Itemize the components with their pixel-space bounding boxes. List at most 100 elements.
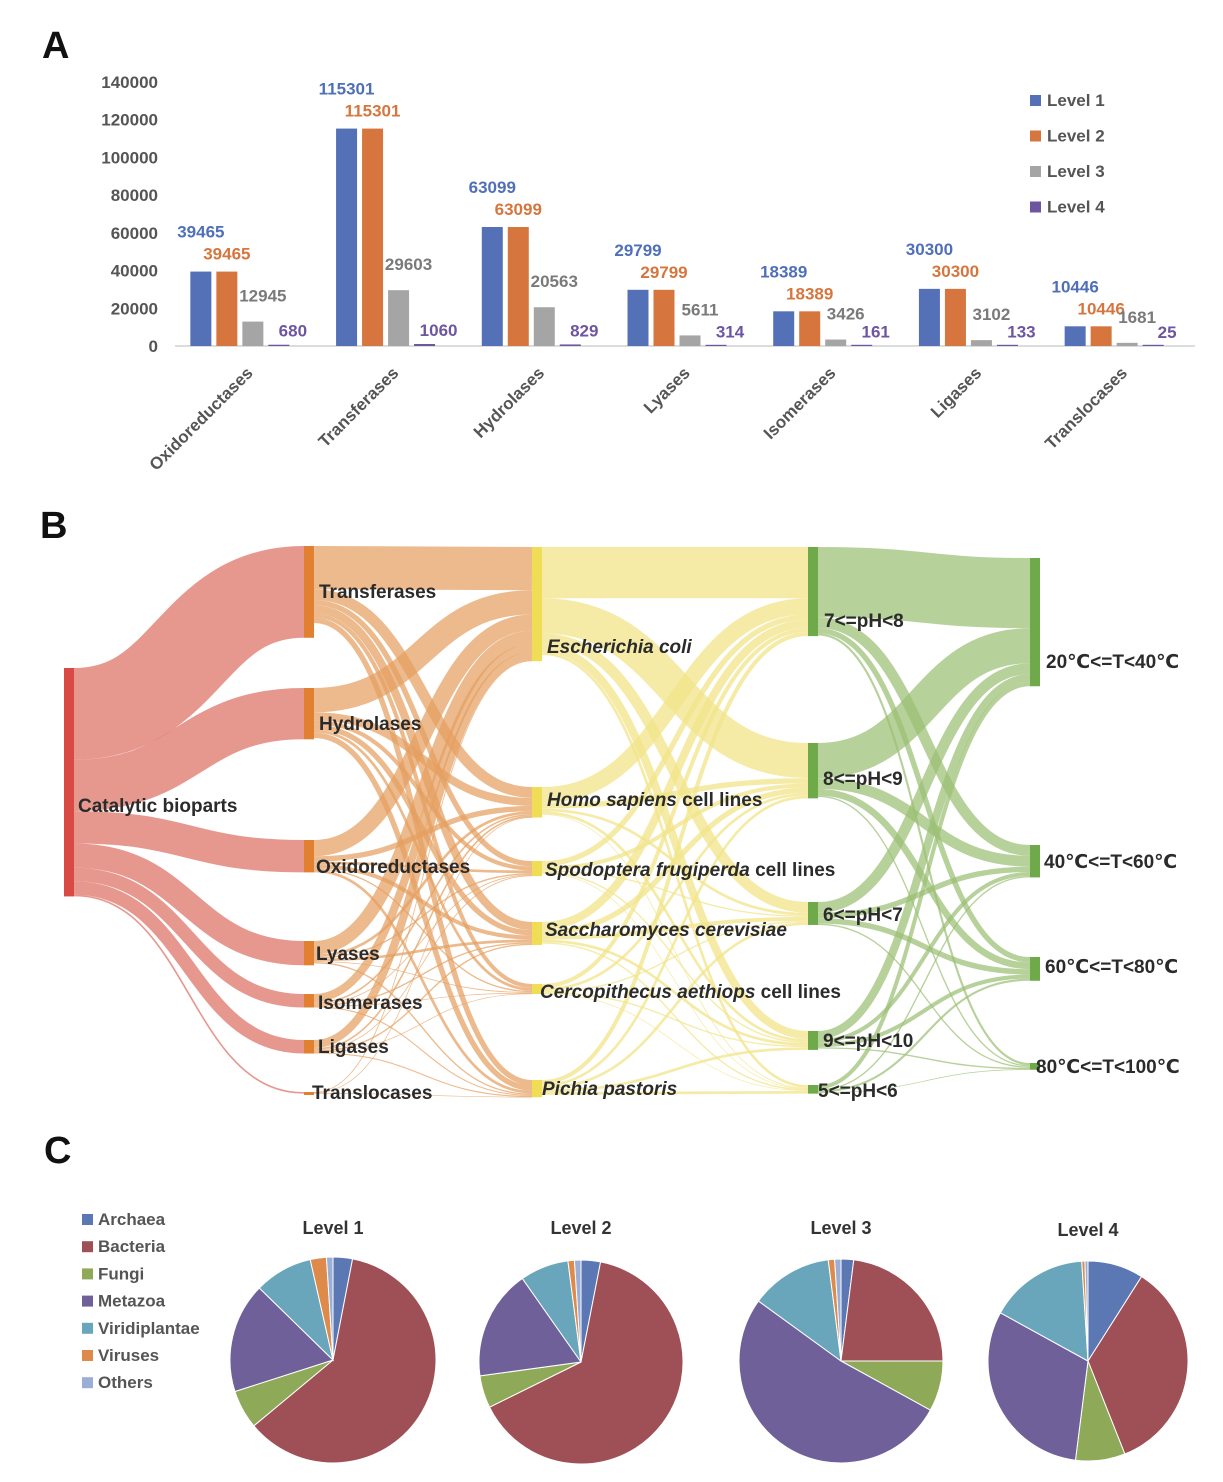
- sankey-link-root-to-c_oxi: [73, 811, 305, 873]
- sankey-link-c_oxi-to-h_eco: [313, 614, 533, 857]
- sankey-label-t_4060: 40℃<=T<60℃: [1044, 852, 1177, 873]
- bar-ligases-level-3: [970, 340, 992, 346]
- pie-slice-level-2-metazoa: [478, 1277, 582, 1377]
- data-label-hydrolases-level-1: 63099: [469, 178, 516, 197]
- sankey-node-p_89: [808, 743, 818, 799]
- sankey-label-t_80100: 80℃<=T<100℃: [1036, 1057, 1180, 1078]
- sankey-link-c_lig-to-h_spo: [313, 875, 533, 1051]
- sankey-link-p_78-to-t_2040: [817, 547, 1031, 629]
- y-tick-label-4: 80000: [111, 186, 158, 205]
- bar-oxidoreductases-level-3: [242, 321, 264, 346]
- sankey-label-h_hom: Homo sapiens cell lines: [547, 790, 762, 811]
- category-label-transferases: Transferases: [315, 363, 403, 451]
- sankey-link-c_lya-to-h_spo: [313, 873, 533, 959]
- sankey-node-p_56: [808, 1085, 818, 1094]
- sankey-label-h_spo: Spodoptera frugiperda cell lines: [545, 860, 835, 881]
- sankey-link-h_sac-to-p_910: [541, 939, 809, 1046]
- pie-legend-label-metazoa: Metazoa: [98, 1292, 166, 1311]
- data-label-lyases-level-2: 29799: [640, 263, 687, 282]
- sankey-label-h_eco: Escherichia coli: [547, 637, 692, 658]
- panel-letter-c: C: [44, 1130, 71, 1172]
- data-label-lyases-level-4: 314: [716, 322, 745, 341]
- sankey-label-c_tra: Transferases: [319, 582, 436, 603]
- data-label-translocases-level-1: 10446: [1052, 277, 1099, 296]
- pie-legend-label-viridiplantae: Viridiplantae: [98, 1319, 200, 1338]
- sankey-link-h_pic-to-p_56: [541, 1090, 809, 1095]
- legend-swatch-level-4: [1030, 201, 1041, 213]
- y-tick-label-5: 100000: [101, 148, 158, 167]
- data-label-transferases-level-2: 115301: [345, 102, 401, 121]
- sankey-link-h_pic-to-p_67: [541, 922, 809, 1090]
- sankey-link-h_hom-to-p_89: [541, 778, 809, 809]
- sankey-link-c_tra-to-h_sac: [313, 605, 533, 931]
- sankey-node-h_cer: [532, 984, 542, 994]
- pie-legend-label-archaea: Archaea: [98, 1210, 166, 1229]
- bar-isomerases-level-1: [773, 311, 795, 346]
- legend-swatch-level-3: [1030, 166, 1041, 177]
- pie-slice-level-3-bacteria: [840, 1259, 944, 1362]
- sankey-node-t_80100: [1030, 1063, 1040, 1070]
- data-label-oxidoreductases-level-4: 680: [279, 322, 307, 341]
- category-label-oxidoreductases: Oxidoreductases: [146, 363, 257, 474]
- sankey-link-c_lya-to-h_cer: [313, 961, 533, 993]
- sankey-link-c_lya-to-h_pic: [313, 962, 533, 1095]
- data-label-translocases-level-2: 10446: [1078, 299, 1125, 318]
- bar-ligases-level-2: [944, 288, 966, 346]
- category-label-translocases: Translocases: [1041, 363, 1131, 453]
- pie-slice-level-4-others: [1084, 1260, 1089, 1362]
- sankey-link-c_lig-to-h_sac: [313, 943, 533, 1052]
- sankey-link-c_iso-to-h_hom: [313, 814, 533, 1004]
- sankey-node-h_pic: [532, 1080, 542, 1098]
- data-label-hydrolases-level-2: 63099: [495, 200, 542, 219]
- sankey-label-p_67: 6<=pH<7: [823, 905, 903, 926]
- category-label-hydrolases: Hydrolases: [470, 363, 548, 441]
- sankey-label-p_89: 8<=pH<9: [823, 769, 903, 790]
- category-label-lyases: Lyases: [640, 363, 694, 417]
- sankey-link-p_78-to-t_4060: [817, 617, 1031, 856]
- bar-oxidoreductases-level-1: [190, 271, 212, 346]
- data-label-ligases-level-1: 30300: [906, 240, 953, 259]
- data-label-ligases-level-4: 133: [1007, 323, 1035, 342]
- sankey-link-c_lya-to-h_eco: [313, 630, 533, 955]
- pie-title-level-2: Level 2: [550, 1218, 611, 1238]
- pie-legend-swatch-viridiplantae: [82, 1322, 93, 1334]
- sankey-link-c_iso-to-h_eco: [313, 644, 533, 1003]
- pie-slice-level-3-viridiplantae: [757, 1259, 842, 1363]
- sankey-link-c_iso-to-h_cer: [313, 992, 533, 1007]
- pie-slice-level-2-bacteria: [488, 1261, 684, 1465]
- sankey-link-root-to-c_tra: [71, 546, 307, 760]
- sankey-label-root: Catalytic bioparts: [78, 796, 237, 817]
- bar-translocases-level-1: [1064, 326, 1086, 346]
- data-label-ligases-level-2: 30300: [932, 262, 979, 281]
- category-label-isomerases: Isomerases: [760, 363, 840, 443]
- sankey-node-t_6080: [1030, 957, 1040, 981]
- sankey-label-c_hyd: Hydrolases: [319, 714, 421, 735]
- sankey-node-p_78: [808, 547, 818, 637]
- sankey-link-h_pic-to-p_910: [541, 1047, 809, 1093]
- pie-legend-swatch-others: [82, 1377, 93, 1389]
- data-label-isomerases-level-1: 18389: [760, 262, 807, 281]
- sankey-link-c_iso-to-h_sac: [313, 942, 533, 1006]
- sankey-label-h_sac: Saccharomyces cerevisiae: [545, 920, 787, 941]
- sankey-link-p_67-to-t_6080: [817, 918, 1031, 975]
- sankey-node-c_hyd: [304, 688, 314, 740]
- bar-data-labels: 3946539465129456801153011153012960310606…: [177, 80, 1176, 342]
- sankey-link-h_pic-to-p_89: [541, 795, 809, 1087]
- pie-legend-label-bacteria: Bacteria: [98, 1237, 166, 1256]
- sankey-node-c_iso: [304, 994, 314, 1008]
- sankey-node-c_tra: [304, 546, 314, 638]
- sankey-link-p_910-to-t_6080: [817, 974, 1031, 1048]
- sankey-link-h_cer-to-p_56: [541, 993, 809, 1092]
- sankey-link-root-to-c_hyd: [73, 688, 305, 812]
- legend-swatch-level-1: [1030, 95, 1041, 106]
- sankey-link-root-to-c_trl: [73, 894, 305, 1094]
- sankey-link-h_spo-to-p_56: [541, 873, 809, 1090]
- panel-letter-a: A: [42, 25, 69, 67]
- sankey-link-c_lig-to-h_eco: [313, 652, 533, 1049]
- sankey-label-t_2040: 20℃<=T<40℃: [1046, 652, 1179, 673]
- sankey-link-h_hom-to-p_56: [541, 814, 809, 1089]
- data-label-transferases-level-3: 29603: [385, 255, 432, 274]
- pie-legend-swatch-archaea: [82, 1214, 93, 1225]
- data-label-translocases-level-4: 25: [1158, 323, 1177, 342]
